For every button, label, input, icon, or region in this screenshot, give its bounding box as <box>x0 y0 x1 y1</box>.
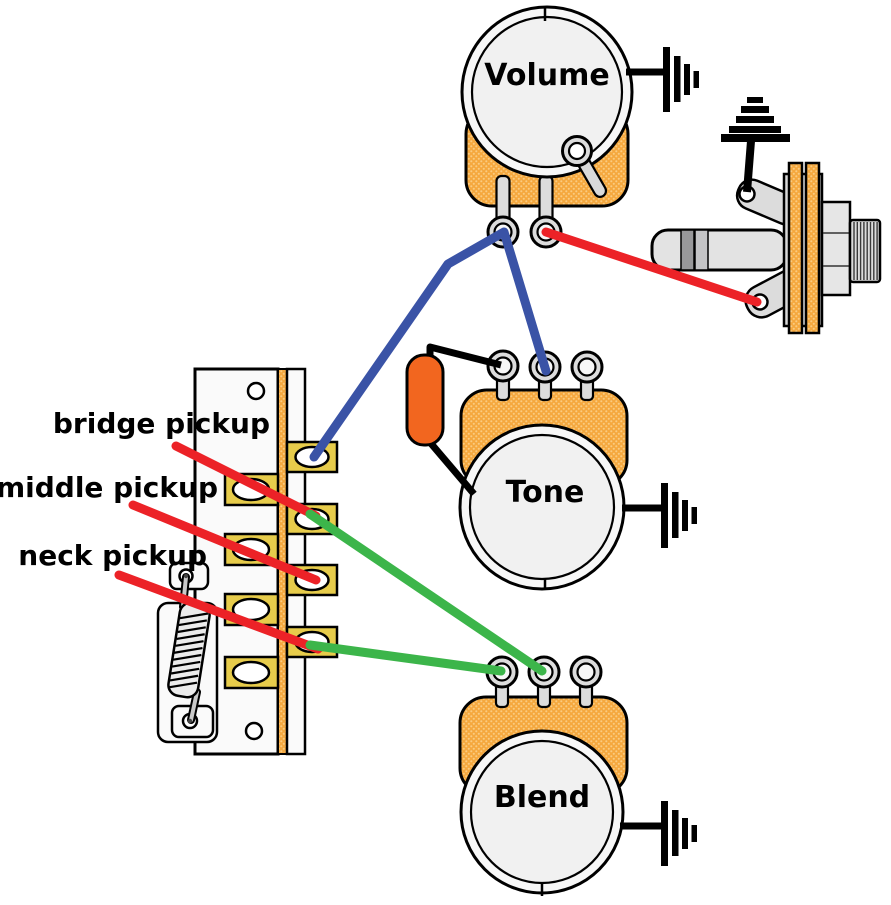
blue-wire <box>309 227 551 462</box>
switch-screw-hole-top <box>246 381 266 401</box>
switch-spring <box>156 561 219 744</box>
volume-pot: Volume <box>460 5 699 249</box>
jack-fiber-washer <box>787 161 804 335</box>
wires <box>114 227 762 676</box>
switch-lug <box>223 655 280 690</box>
blend-pot: Blend <box>458 655 697 896</box>
label-neck-pickup: neck pickup <box>18 539 207 572</box>
pickup-labels: bridge pickup middle pickup neck pickup <box>0 407 270 572</box>
green-wire-to-blend-middle <box>305 509 547 676</box>
blend-ground-icon <box>620 801 697 866</box>
blend-pot-label: Blend <box>494 780 590 815</box>
jack-hex-nut <box>820 200 852 297</box>
green-wire-to-blend-left <box>305 640 506 676</box>
jack-threaded-shaft <box>848 218 882 284</box>
jack-fiber-washer <box>804 161 821 335</box>
volume-ground-icon <box>626 47 699 112</box>
label-bridge-pickup: bridge pickup <box>53 407 270 440</box>
volume-pot-label: Volume <box>484 58 609 93</box>
black-wire-cap-to-casing <box>425 437 477 497</box>
jack-ground-icon <box>721 97 790 193</box>
switch-left-lugs <box>223 472 280 690</box>
jack-barrel-band <box>680 229 695 271</box>
tone-capacitor <box>405 353 445 447</box>
tone-pot-label: Tone <box>506 475 585 510</box>
label-middle-pickup: middle pickup <box>0 471 218 504</box>
red-wire-volume-to-jack <box>541 227 762 307</box>
volume-lug-stem <box>538 174 554 224</box>
switch-screw-hole-bottom <box>244 721 264 741</box>
switch-terminal-strip <box>285 367 307 756</box>
tone-ground-icon <box>622 483 697 548</box>
volume-lug-stem <box>495 174 511 224</box>
red-wire-neck-pickup <box>114 570 323 654</box>
black-wire-jack-ground <box>743 140 755 193</box>
red-wire-middle-pickup <box>128 500 321 585</box>
red-wire-bridge-pickup <box>171 441 321 521</box>
jack-barrel <box>650 228 789 272</box>
output-jack <box>650 97 882 335</box>
jack-barrel-band <box>694 229 709 271</box>
tone-pot: Tone <box>405 343 697 591</box>
